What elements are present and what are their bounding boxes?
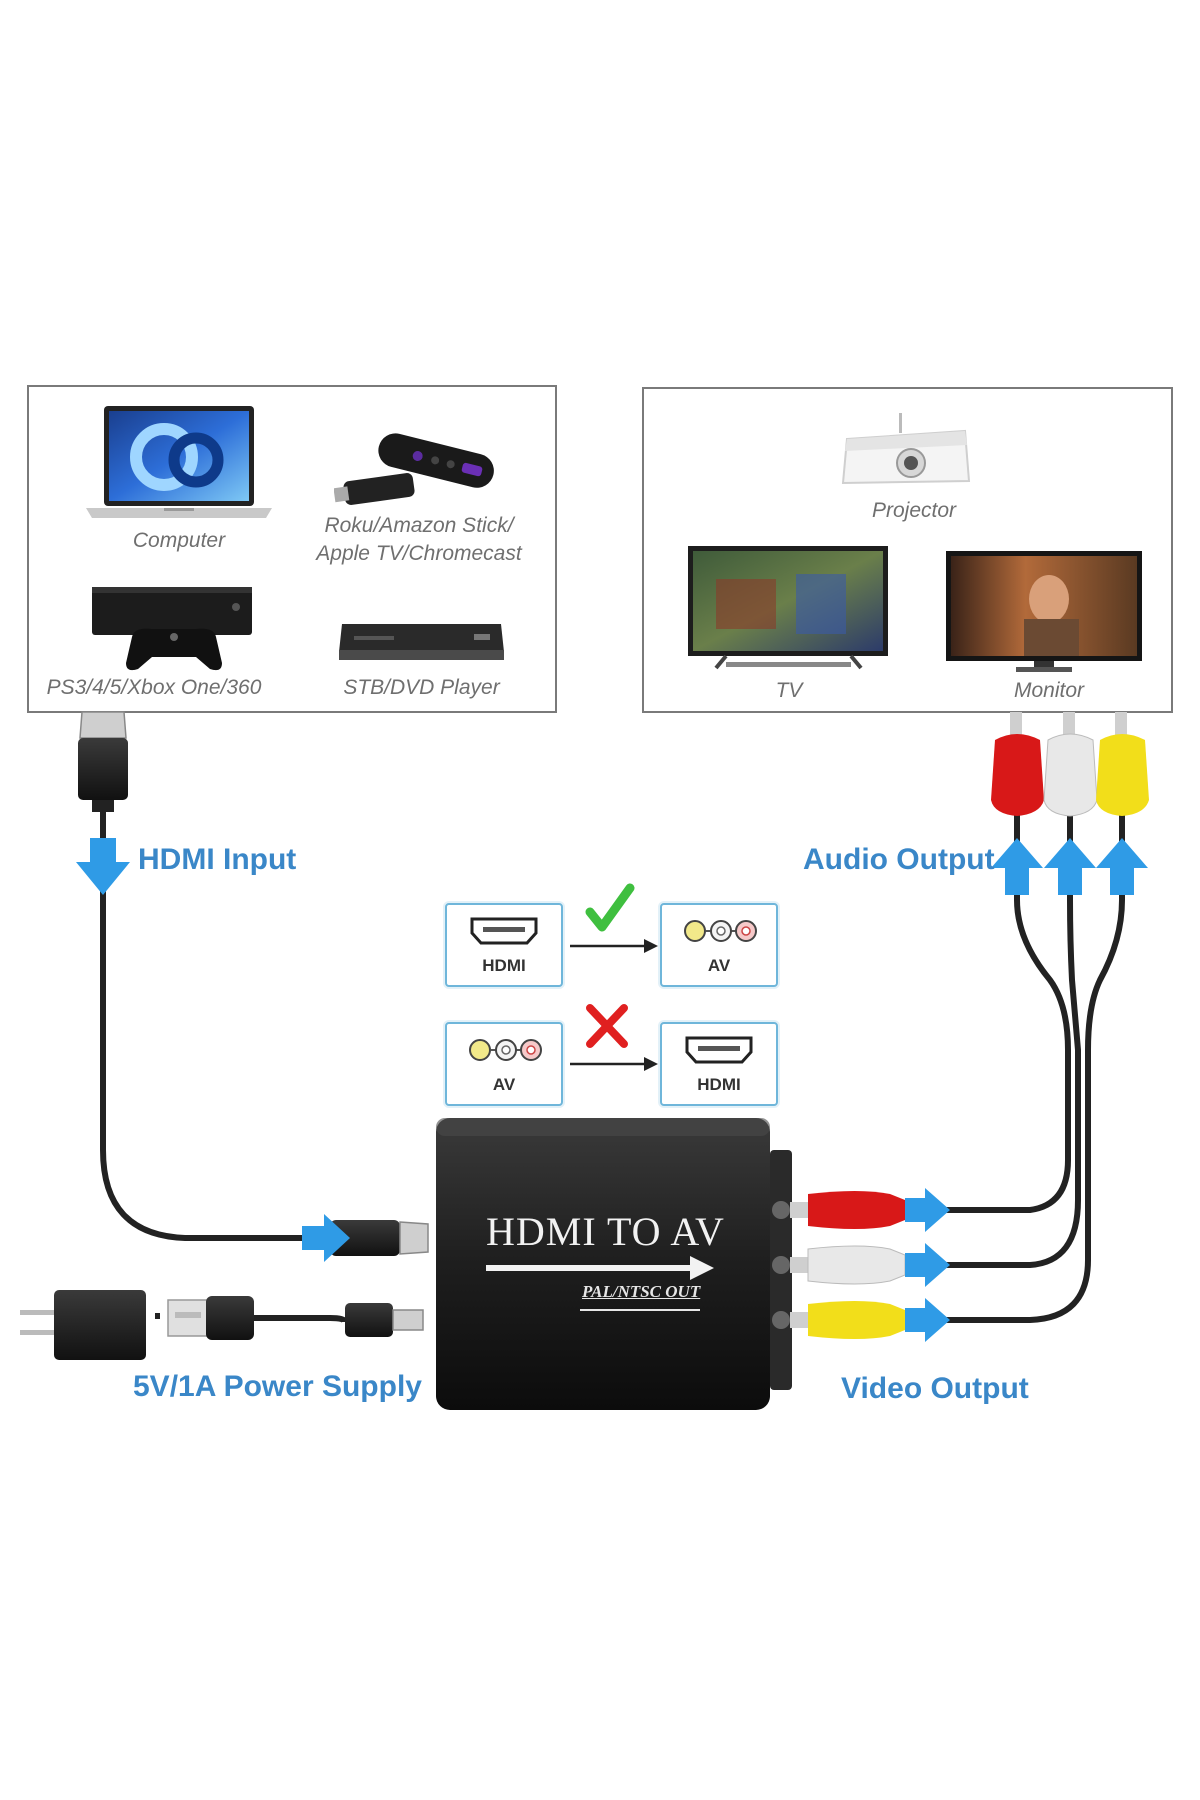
- usb-power-adapter-icon: [20, 1290, 424, 1360]
- display-label-monitor: Monitor: [1013, 679, 1085, 702]
- source-label-computer: Computer: [132, 529, 226, 552]
- compatibility-arrows: [570, 939, 658, 1071]
- streaming-stick-icon: [334, 433, 494, 505]
- compat-box-av-target: AV: [660, 903, 778, 987]
- rca-jacks-icon: [684, 920, 757, 942]
- hdmi-plug-top: [78, 711, 128, 812]
- compat-label-av-source: AV: [492, 1075, 516, 1094]
- tv-icon: [688, 546, 888, 670]
- cross-icon: [586, 1004, 628, 1048]
- projector-icon: [841, 413, 971, 485]
- source-label-streaming-line2: Apple TV/Chromecast: [316, 542, 522, 565]
- laptop-icon: [86, 406, 272, 518]
- compat-box-hdmi-target: HDMI: [660, 1022, 778, 1106]
- game-console-icon: [92, 587, 252, 671]
- compat-label-av-target: AV: [707, 956, 731, 975]
- monitor-icon: [946, 551, 1142, 672]
- rca-plugs-converter: [790, 1191, 906, 1339]
- source-label-streaming-line1: Roku/Amazon Stick/: [324, 514, 514, 537]
- converter-subtitle: PAL/NTSC OUT: [582, 1282, 701, 1301]
- label-audio-output: Audio Output: [803, 843, 995, 876]
- converter-title: HDMI TO AV: [486, 1209, 725, 1254]
- label-hdmi-input: HDMI Input: [138, 843, 297, 876]
- source-devices-panel: Computer Roku/Amazon Stick/ Apple TV/Chr…: [27, 385, 557, 713]
- compat-label-hdmi-source: HDMI: [482, 956, 526, 975]
- checkmark-icon: [585, 883, 635, 932]
- source-label-stb: STB/DVD Player: [343, 676, 500, 699]
- label-video-output: Video Output: [841, 1372, 1029, 1405]
- display-label-tv: TV: [775, 679, 803, 702]
- rca-jacks-icon: [469, 1039, 542, 1061]
- flow-arrows: [76, 838, 1148, 1342]
- label-power-supply: 5V/1A Power Supply: [133, 1370, 422, 1403]
- compat-label-hdmi-target: HDMI: [697, 1075, 741, 1094]
- display-label-projector: Projector: [871, 499, 957, 522]
- rca-plugs-top: [991, 712, 1149, 817]
- set-top-box-icon: [339, 624, 504, 660]
- source-label-consoles: PS3/4/5/Xbox One/360: [46, 676, 262, 699]
- converter-box: [436, 1118, 792, 1410]
- display-devices-panel: Projector TV Monitor: [642, 387, 1173, 713]
- compat-box-hdmi-source: HDMI: [445, 903, 563, 987]
- hdmi-plug-converter: [330, 1220, 429, 1256]
- hdmi-port-icon: [685, 1036, 753, 1064]
- compat-box-av-source: AV: [445, 1022, 563, 1106]
- hdmi-port-icon: [470, 917, 538, 945]
